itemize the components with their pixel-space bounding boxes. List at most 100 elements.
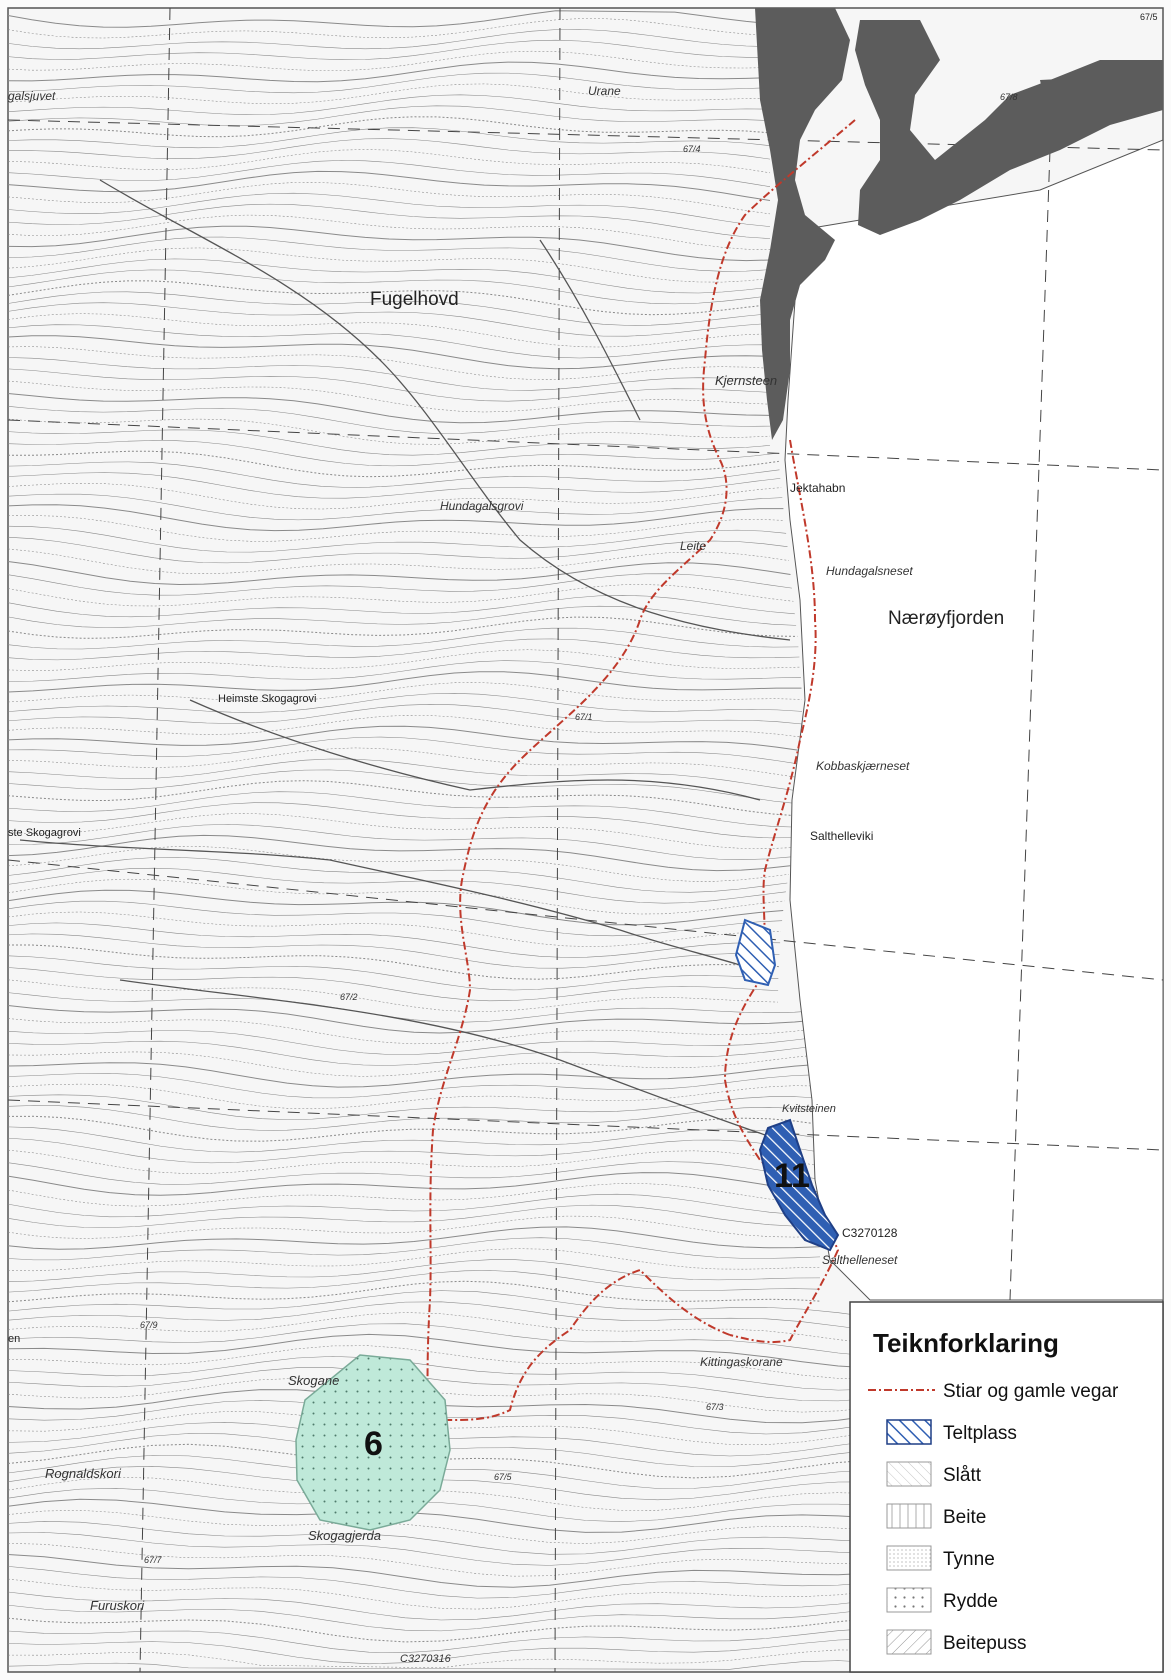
- legend-item-label: Stiar og gamle vegar: [943, 1381, 1119, 1402]
- contour-line: [7, 616, 798, 639]
- contour-line: [7, 324, 771, 359]
- contour-line: [7, 182, 771, 215]
- contour-line: [7, 1649, 983, 1669]
- contour-line: [7, 138, 771, 160]
- contour-line: [7, 1204, 821, 1228]
- contour-line: [7, 192, 771, 227]
- contour-line: [7, 857, 788, 893]
- rydde-swatch-icon: [886, 1587, 932, 1613]
- contour-line: [7, 780, 798, 817]
- contour-line: [7, 627, 799, 650]
- contour-line: [7, 1237, 821, 1261]
- contour-line: [7, 335, 771, 370]
- contour-line: [7, 1660, 911, 1670]
- contour-line: [7, 671, 802, 693]
- contour-line: [7, 704, 803, 725]
- water-dark-east: [855, 20, 1163, 235]
- contour-line: [7, 313, 771, 348]
- contour-line: [7, 1126, 821, 1153]
- contour-line: [7, 50, 771, 71]
- contour-line: [7, 889, 784, 926]
- place-label-salthelleviki: Salthelleviki: [810, 829, 873, 843]
- legend-item-label: Tynne: [943, 1549, 995, 1570]
- beitepuss-swatch-icon: [886, 1629, 932, 1655]
- contour-line: [7, 160, 771, 187]
- contour-line: [7, 236, 771, 272]
- contour-line: [7, 769, 799, 804]
- contour-line: [7, 346, 771, 380]
- contour-line: [7, 878, 785, 915]
- contour-line: [7, 813, 794, 849]
- contour-line: [7, 922, 781, 958]
- contour-line: [7, 461, 780, 488]
- contour-line: [7, 357, 771, 391]
- contour-line: [7, 1345, 1164, 1380]
- contour-line: [7, 867, 786, 904]
- contour-line: [7, 933, 780, 969]
- contour-label: 67/3: [706, 1402, 724, 1412]
- contour-line: [7, 440, 779, 467]
- place-label-rognaldskori: Rognaldskori: [45, 1466, 122, 1481]
- place-label-fugelhovd: Fugelhovd: [370, 289, 459, 310]
- contour-line: [7, 992, 821, 1023]
- contour-line: [7, 725, 802, 752]
- legend-item-label: Teltplass: [943, 1423, 1017, 1444]
- contour-line: [7, 61, 771, 83]
- area-number-6: 6: [364, 1425, 383, 1463]
- contour-line: [7, 979, 779, 1012]
- contour-line: [7, 450, 779, 478]
- place-label-skogagjerda: Skogagjerda: [308, 1528, 381, 1543]
- place-label-edge-left: en: [8, 1333, 20, 1345]
- contour-line: [7, 472, 781, 499]
- contour-label: 67/2: [340, 992, 358, 1002]
- place-label-galsjuvet: galsjuvet: [8, 89, 56, 103]
- contour-line: [7, 595, 795, 618]
- contour-line: [7, 1477, 1164, 1511]
- place-label-urane: Urane: [588, 84, 621, 98]
- water-dark-islet: [1040, 78, 1100, 140]
- contour-line: [7, 1040, 821, 1066]
- teltplass-area-small[interactable]: [734, 918, 777, 987]
- contour-line: [7, 846, 789, 882]
- contour-label: 67/5: [494, 1472, 513, 1482]
- contour-line: [7, 955, 779, 991]
- contour-line: [7, 758, 800, 792]
- place-label-furuskori: Furuskori: [90, 1598, 145, 1613]
- contour-line: [7, 280, 771, 316]
- rydde-area-6[interactable]: [295, 1354, 451, 1531]
- contour-line: [7, 203, 771, 239]
- legend-item-label: Rydde: [943, 1591, 998, 1612]
- contour-line: [7, 18, 771, 39]
- contour-label: 67/4: [683, 144, 701, 154]
- place-label-naeroyfjorden: Nærøyfjorden: [888, 608, 1004, 629]
- beite-swatch-icon: [886, 1503, 932, 1529]
- contour-line: [7, 1062, 821, 1088]
- contour-line: [7, 1083, 821, 1110]
- contour-label: 67/7: [144, 1555, 163, 1565]
- contour-line: [7, 291, 771, 326]
- contour-line: [7, 649, 801, 671]
- contour-line: [7, 504, 784, 532]
- teltplass-area-11[interactable]: [758, 1118, 840, 1252]
- contour-line: [7, 605, 797, 628]
- legend-item-label: Beitepuss: [943, 1633, 1026, 1654]
- contour-line: [7, 493, 783, 521]
- contour-line: [7, 105, 771, 126]
- contour-line: [7, 258, 771, 294]
- water-dark-west: [755, 8, 850, 440]
- place-label-heimste-skogagrovi: Heimste Skogagrovi: [218, 693, 316, 705]
- trail-paths[interactable]: [379, 119, 856, 1491]
- contour-line: [7, 536, 788, 564]
- contour-line: [7, 1193, 821, 1218]
- place-label-ste-skogagrovi: ste Skogagrovi: [8, 827, 81, 839]
- legend-title: Teiknforklaring: [873, 1328, 1059, 1358]
- contour-line: [7, 116, 771, 138]
- fjord-water-open: [784, 139, 1164, 1301]
- contour-line: [7, 225, 771, 262]
- contour-line: [7, 715, 802, 738]
- contour-line: [7, 525, 787, 553]
- contour-line: [7, 1105, 821, 1131]
- legend-item-label: Slått: [943, 1465, 982, 1486]
- contour-line: [7, 1172, 821, 1196]
